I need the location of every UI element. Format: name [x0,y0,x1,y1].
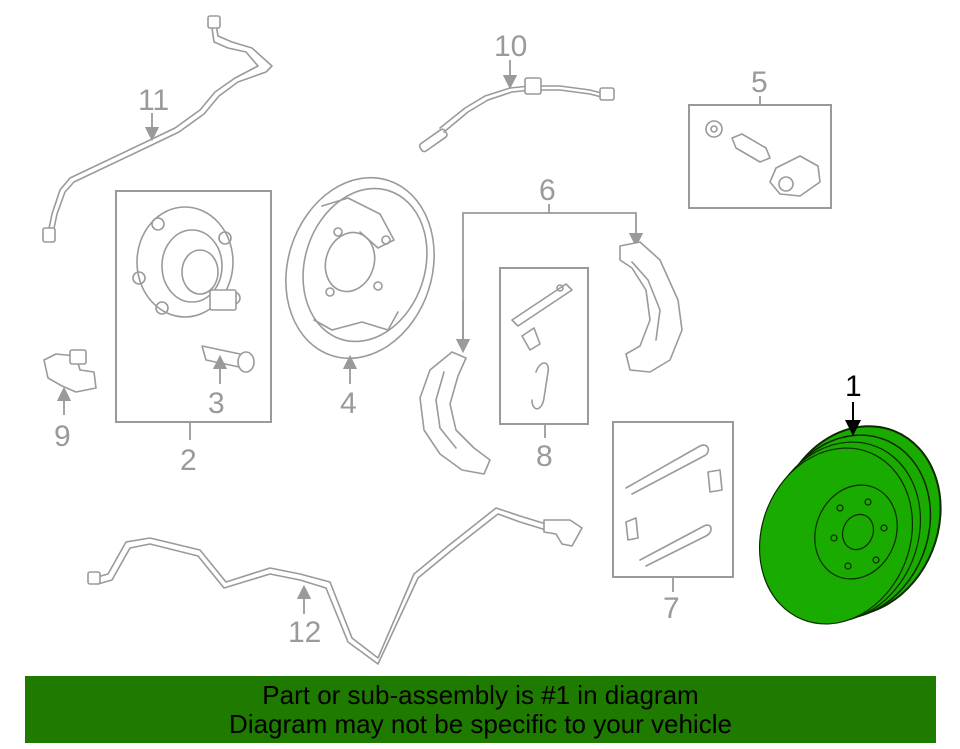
return-spring-kit-7[interactable] [625,444,723,567]
callout-10: 10 [494,30,527,63]
hardware-box-8 [499,267,589,425]
callout-8: 8 [536,440,553,473]
callout-4: 4 [340,387,357,420]
brake-drum-1[interactable] [734,401,960,647]
spring-kit-box-7 [612,421,734,578]
callout-6: 6 [539,174,556,207]
callout-5: 5 [751,66,768,99]
banner-line-2: Diagram may not be specific to your vehi… [229,709,732,739]
info-banner: Part or sub-assembly is #1 in diagram Di… [25,676,936,743]
wheel-cylinder-5[interactable] [705,120,821,197]
hub-bearing-box [115,190,272,423]
brake-hose-10[interactable] [418,77,615,153]
callout-9: 9 [54,420,71,453]
callout-7: 7 [663,592,680,625]
backing-plate-4[interactable] [263,158,457,377]
brake-shoe-front-6[interactable] [419,351,491,475]
brake-shoe-rear-6[interactable] [619,241,683,373]
wheel-cylinder-box [688,104,832,209]
brake-line-12[interactable] [87,507,583,665]
wheel-stud-3[interactable] [201,345,255,373]
callout-11: 11 [138,84,169,117]
wheel-speed-sensor-9[interactable] [43,349,97,393]
callout-3: 3 [208,387,225,420]
brake-line-11[interactable] [42,15,273,243]
callout-12: 12 [288,616,321,649]
callout-1: 1 [845,370,862,403]
adjuster-hardware-8[interactable] [511,283,573,410]
callout-2: 2 [180,444,197,477]
hub-bearing-2[interactable] [132,206,241,318]
banner-line-1: Part or sub-assembly is #1 in diagram [262,680,699,710]
